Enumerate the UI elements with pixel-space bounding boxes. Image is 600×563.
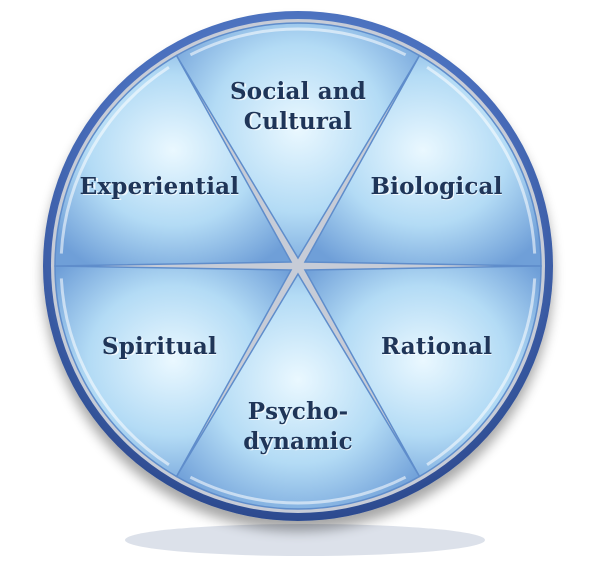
wheel-segments [54, 22, 542, 510]
segment-biological [303, 54, 542, 267]
segment-label-psychodynamic: Psycho- [248, 398, 349, 425]
segment-label-biological: Biological [371, 173, 503, 200]
segment-label-social-cultural: Social and [230, 78, 366, 105]
segment-highlight-psychodynamic [189, 475, 407, 505]
segment-label-shadow-social-cultural: Cultural [246, 109, 353, 136]
segment-label-social-cultural: Cultural [244, 108, 353, 135]
segment-social-cultural [175, 22, 421, 260]
segment-experiential [54, 54, 293, 267]
segment-label-shadow-social-cultural: Social and [232, 79, 366, 106]
segment-label-shadow-experiential: Experiential [82, 174, 239, 201]
segment-label-psychodynamic: dynamic [243, 428, 353, 455]
segment-label-shadow-psychodynamic: Psycho- [249, 399, 348, 426]
segment-label-shadow-biological: Biological [373, 174, 503, 201]
segment-label-rational: Rational [381, 333, 492, 360]
segment-highlight-experiential [59, 65, 170, 254]
segment-highlight-social-cultural [189, 27, 407, 57]
segment-rational [303, 265, 542, 478]
segment-label-spiritual: Spiritual [102, 333, 217, 360]
segment-label-shadow-spiritual: Spiritual [104, 334, 218, 361]
segment-highlight-spiritual [59, 278, 170, 467]
segment-label-experiential: Experiential [80, 173, 240, 200]
segment-psychodynamic [175, 272, 421, 510]
segment-highlight-biological [426, 65, 537, 254]
segment-highlight-rational [426, 278, 537, 467]
segment-spiritual [54, 265, 293, 478]
segment-label-shadow-psychodynamic: dynamic [245, 429, 353, 456]
segment-label-shadow-rational: Rational [383, 334, 493, 361]
wheel-ground-shadow [125, 524, 485, 556]
